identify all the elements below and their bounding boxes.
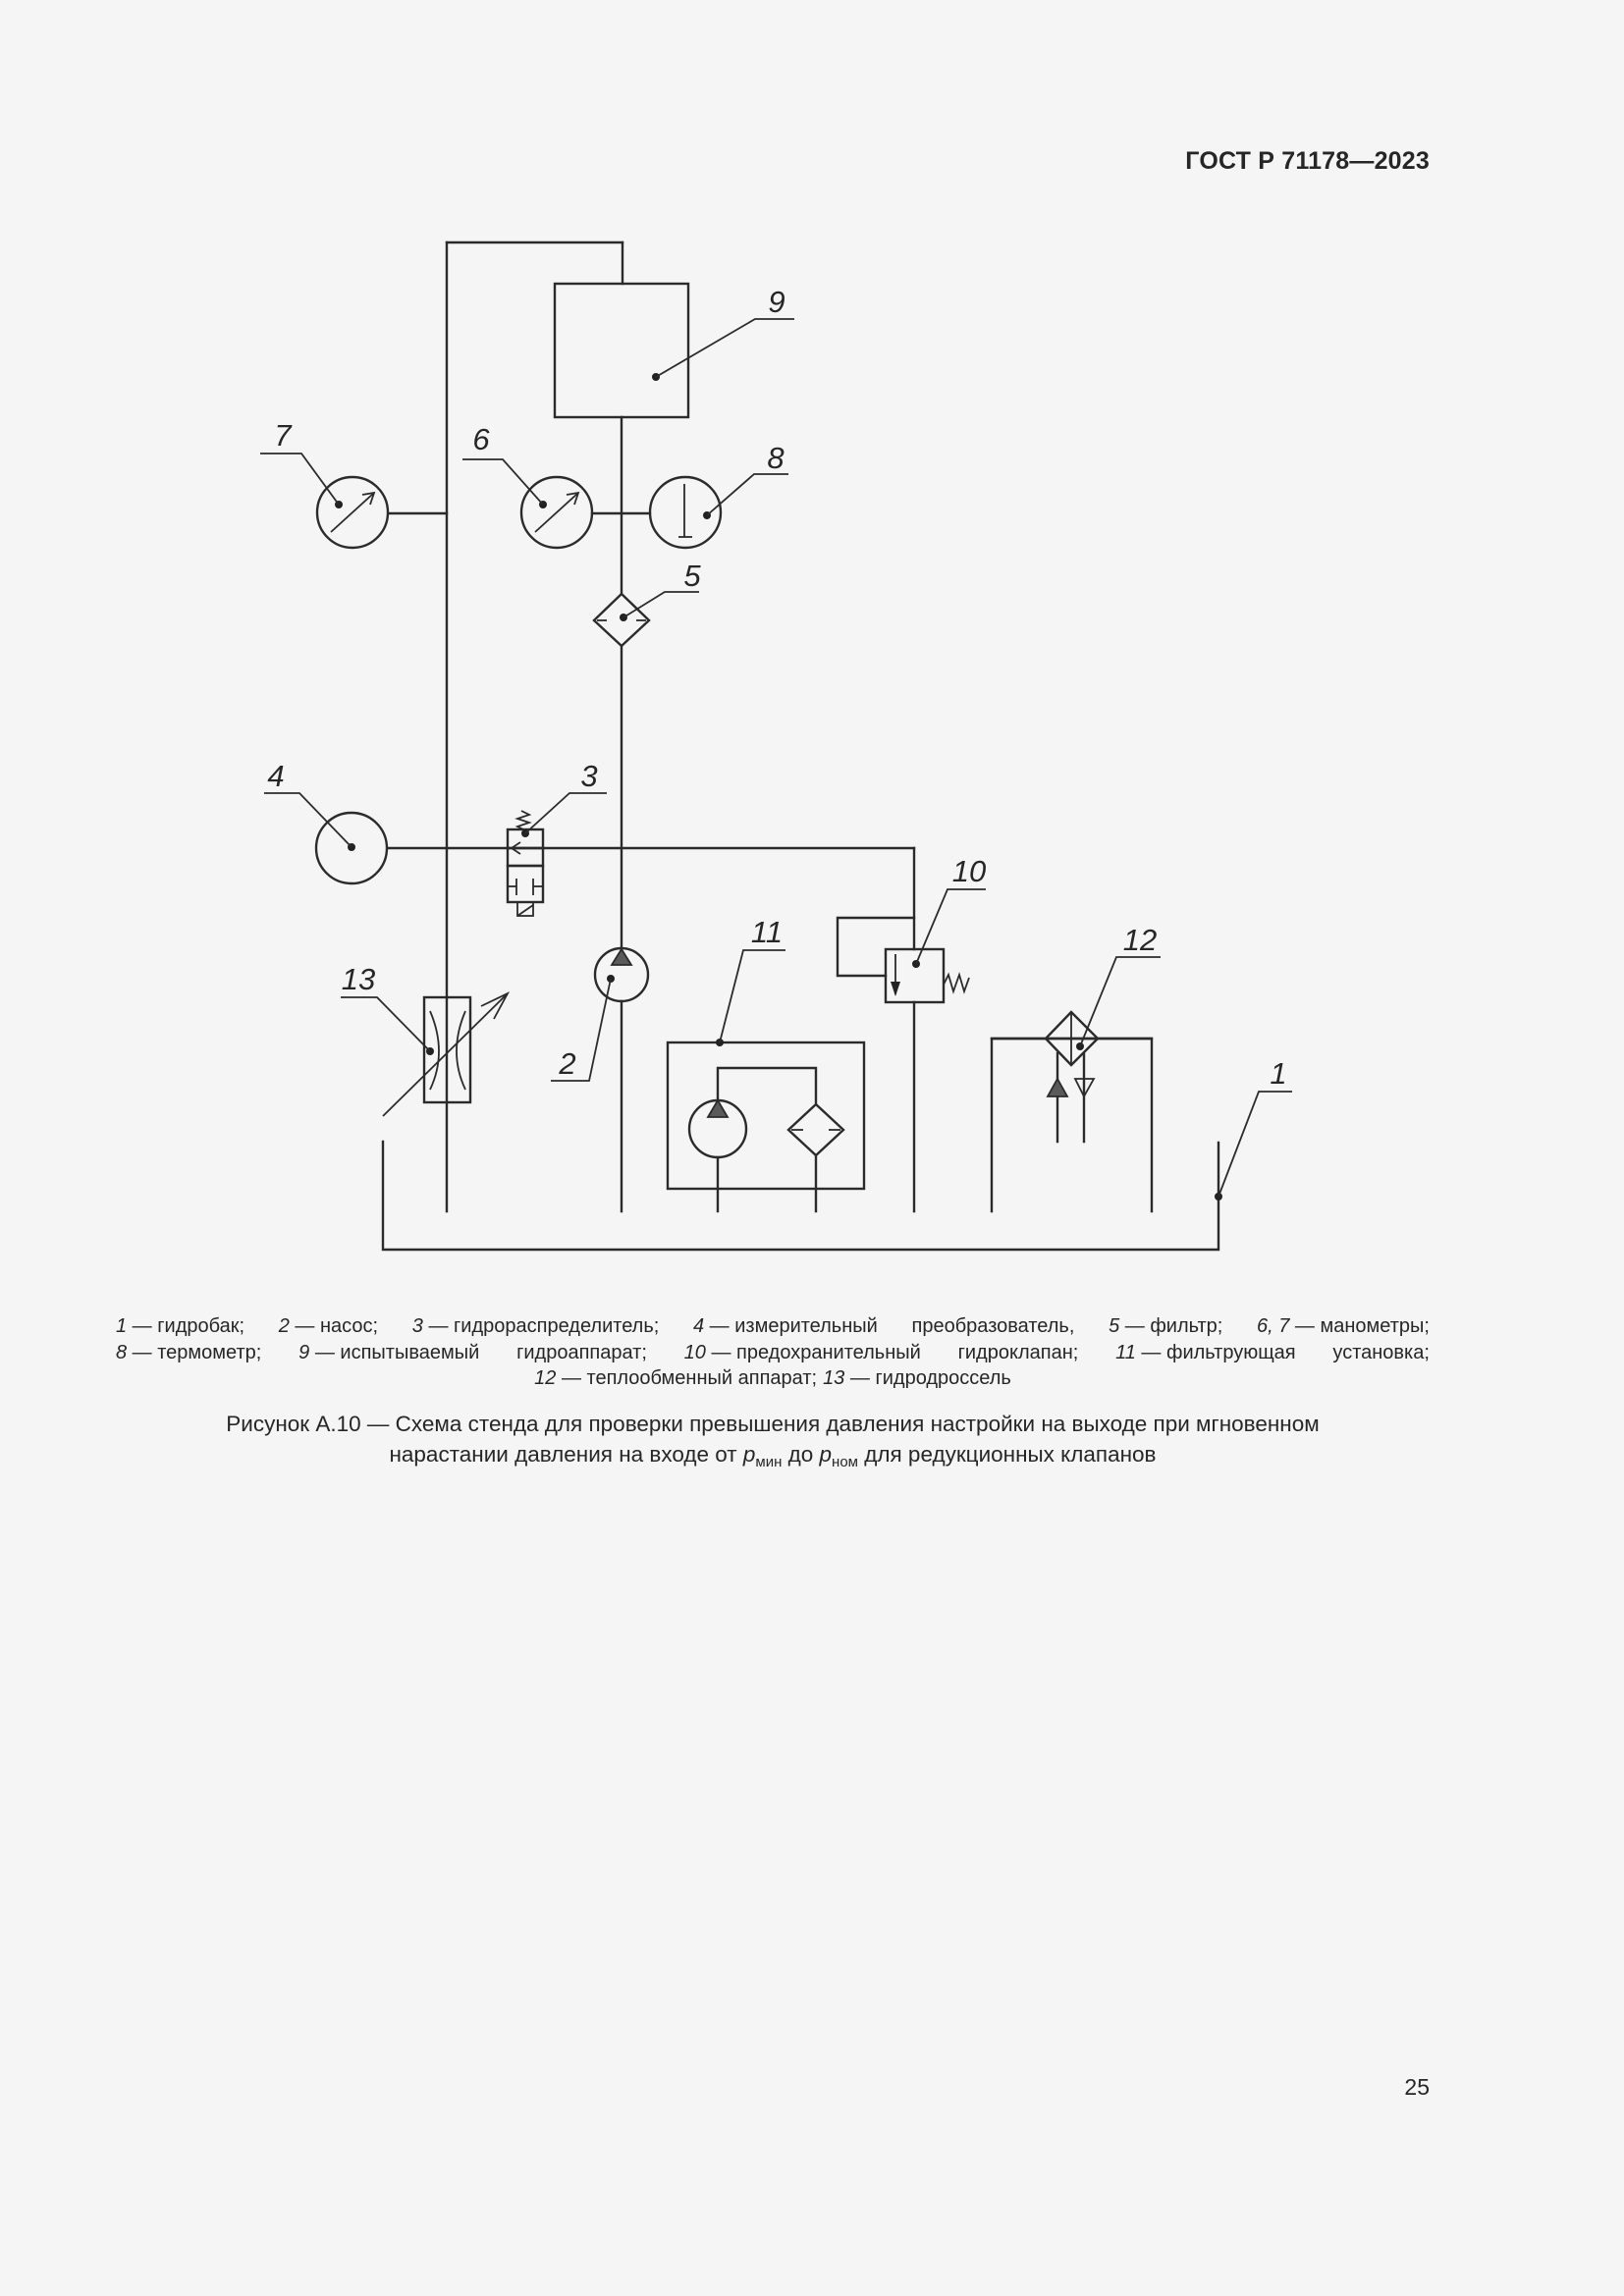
label-9: 9 (768, 285, 785, 319)
label-1: 1 (1270, 1056, 1286, 1091)
directional-valve-icon: 3 (506, 759, 607, 917)
legend-item: 4 — измерительный (692, 1315, 878, 1337)
legend-item: преобразователь, (911, 1315, 1075, 1337)
thermometer-icon: 8 (648, 441, 788, 550)
label-6: 6 (472, 422, 490, 456)
label-5: 5 (683, 559, 701, 593)
legend-item: 8 — термометр; (116, 1341, 262, 1363)
label-3: 3 (580, 759, 597, 793)
legend-item: 9 — испытываемый (298, 1341, 480, 1363)
legend-item: 2 — насос; (278, 1315, 379, 1337)
legend-row-3: 12 — теплообменный аппарат; 13 — гидродр… (116, 1365, 1430, 1392)
label-8: 8 (767, 441, 785, 475)
pressure-symbol-min: pмин (742, 1442, 783, 1470)
throttle-valve-icon: 13 (341, 962, 511, 1117)
relief-valve-icon: 10 (884, 854, 986, 1004)
label-11: 11 (751, 915, 783, 949)
legend-item: 1 — гидробак; (116, 1315, 245, 1337)
legend-item: 12 — теплообменный аппарат; (534, 1367, 818, 1389)
label-2: 2 (558, 1046, 575, 1081)
transducer-icon: 4 (264, 759, 389, 885)
legend-item: гидроклапан; (957, 1341, 1079, 1363)
figure-legend: 1 — гидробак; 2 — насос; 3 — гидрораспре… (116, 1313, 1430, 1392)
piping-lines (386, 240, 916, 1213)
legend-item: 6, 7 — манометры; (1257, 1315, 1430, 1337)
legend-item: установка; (1332, 1341, 1430, 1363)
pressure-gauge-icon: 7 (260, 418, 390, 550)
hydraulic-test-bench-schematic: 1 9 7 6 8 5 (260, 240, 1292, 1252)
legend-row-1: 1 — гидробак; 2 — насос; 3 — гидрораспре… (116, 1313, 1430, 1340)
caption-line-1: Рисунок А.10 — Схема стенда для проверки… (226, 1412, 1320, 1436)
label-13: 13 (342, 962, 375, 996)
legend-item: 13 — гидродроссель (823, 1367, 1011, 1389)
filtration-unit-icon: 11 (666, 915, 866, 1213)
pump-icon: 2 (551, 946, 650, 1082)
label-10: 10 (952, 854, 986, 888)
heat-exchanger-icon: 12 (990, 923, 1161, 1213)
pressure-gauge-icon: 6 (462, 422, 594, 550)
pressure-symbol-nom: pном (819, 1442, 858, 1470)
page-number: 25 (1404, 2074, 1430, 2100)
legend-item: 3 — гидрораспределитель; (411, 1315, 660, 1337)
document-standard-id: ГОСТ Р 71178—2023 (1185, 147, 1430, 175)
legend-item: гидроаппарат; (516, 1341, 647, 1363)
legend-item: 11 — фильтрующая (1115, 1341, 1296, 1363)
label-7: 7 (274, 418, 293, 453)
label-12: 12 (1123, 923, 1157, 957)
filter-icon: 5 (592, 559, 701, 648)
legend-item: 10 — предохранительный (683, 1341, 921, 1363)
test-unit-box-icon: 9 (553, 282, 794, 419)
label-4: 4 (267, 759, 284, 793)
legend-item: 5 — фильтр; (1109, 1315, 1223, 1337)
caption-line-2: нарастании давления на входе от pмин до … (389, 1442, 1157, 1470)
legend-row-2: 8 — термометр; 9 — испытываемый гидроапп… (116, 1340, 1430, 1366)
figure-caption: Рисунок А.10 — Схема стенда для проверки… (116, 1409, 1430, 1477)
tank-icon: 1 (381, 1056, 1292, 1252)
